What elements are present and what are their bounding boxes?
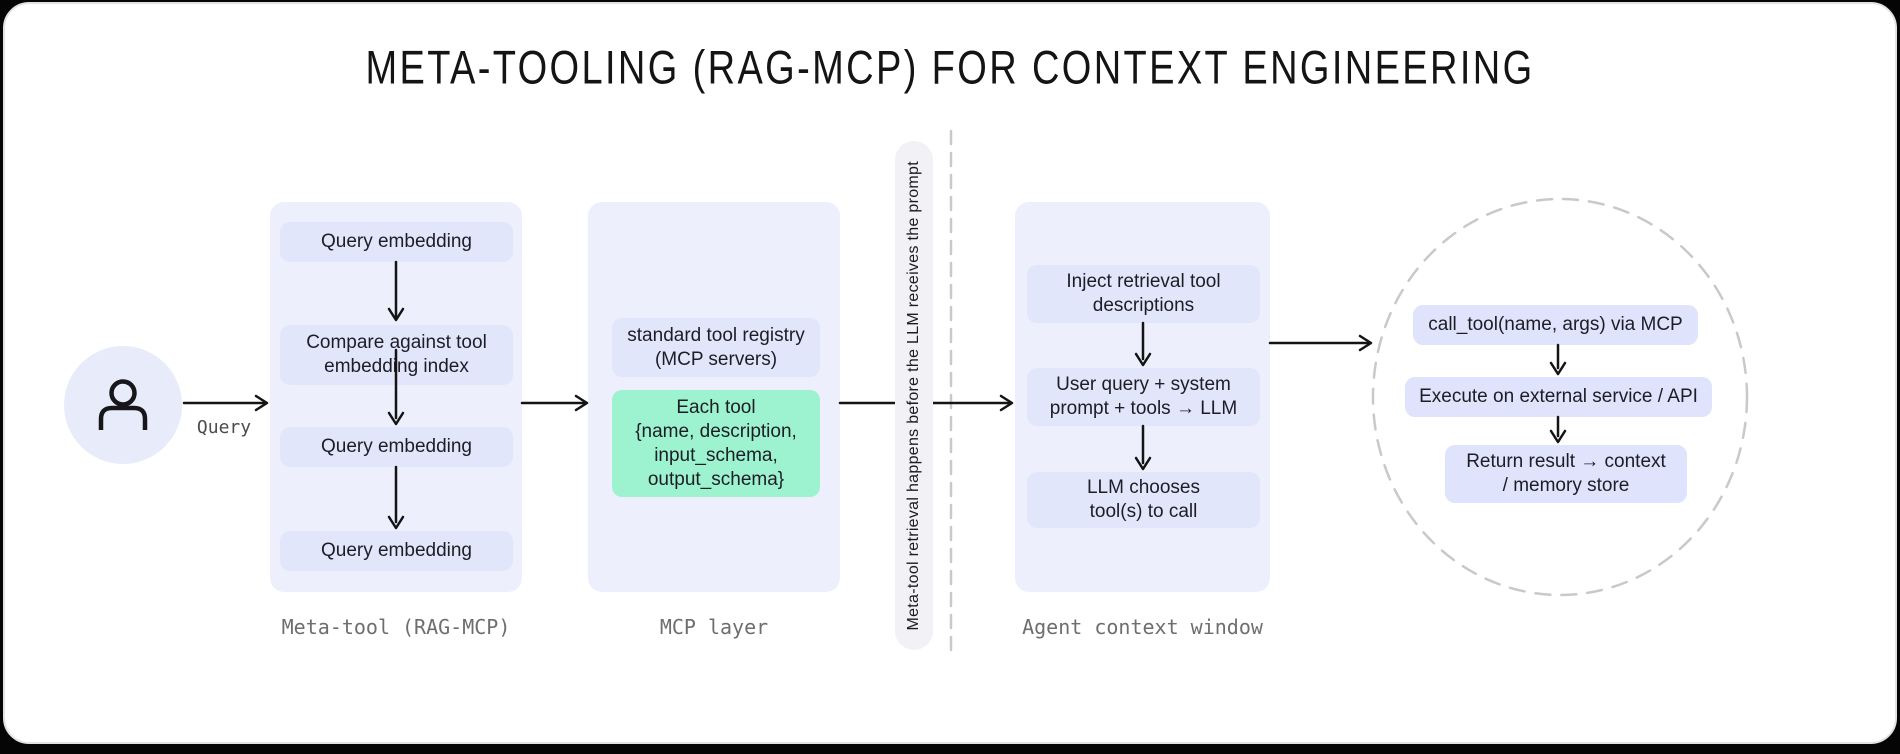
panel-label-agent-context: Agent context window — [1022, 615, 1263, 639]
panel-label-mcp-layer: MCP layer — [659, 615, 769, 639]
person-icon — [98, 379, 148, 430]
meta-tool-step-box: Query embedding — [280, 427, 513, 467]
panel-meta-tool: Query embedding Compare against tool emb… — [270, 202, 522, 592]
meta-tool-step-box: Query embedding — [280, 222, 513, 262]
user-avatar — [64, 346, 182, 464]
divider-note-strip: Meta-tool retrieval happens before the L… — [895, 141, 933, 650]
panel-agent-context: Inject retrieval tool descriptions User … — [1015, 202, 1270, 592]
meta-tool-step-box: Query embedding — [280, 531, 513, 571]
agent-step-box: LLM chooses tool(s) to call — [1027, 472, 1260, 528]
divider-note-text: Meta-tool retrieval happens before the L… — [905, 160, 922, 631]
panel-label-meta-tool: Meta-tool (RAG-MCP) — [281, 615, 511, 639]
page-title: META-TOOLING (RAG-MCP) FOR CONTEXT ENGIN… — [365, 41, 1535, 94]
panel-mcp-layer: standard tool registry (MCP servers) Eac… — [588, 202, 840, 592]
exec-return-result-box: Return result → context / memory store — [1445, 445, 1687, 503]
meta-tool-step-box: Compare against tool embedding index — [280, 325, 513, 385]
exec-call-tool-box: call_tool(name, args) via MCP — [1413, 305, 1698, 345]
agent-step-box: Inject retrieval tool descriptions — [1027, 265, 1260, 323]
tool-schema-box: Each tool {name, description, input_sche… — [612, 390, 820, 497]
tool-registry-box: standard tool registry (MCP servers) — [612, 318, 820, 377]
exec-external-service-box: Execute on external service / API — [1405, 377, 1712, 417]
query-arrow-label: Query — [196, 417, 252, 438]
agent-step-box: User query + system prompt + tools → LLM — [1027, 368, 1260, 426]
